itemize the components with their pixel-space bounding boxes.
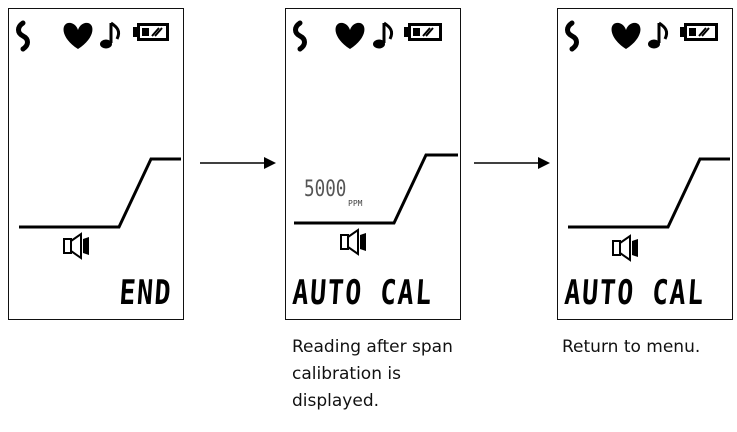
signal-curve	[294, 153, 458, 225]
speaker-icon	[63, 232, 89, 260]
mode-label: AUTO CAL	[563, 273, 707, 313]
lcd-screen-end: END	[8, 8, 184, 320]
span-reading: 5000 PPM	[304, 177, 362, 208]
reading-unit: PPM	[348, 199, 363, 208]
right-arrow-icon	[200, 157, 276, 169]
reading-value: 5000	[304, 177, 347, 202]
speaker-icon	[612, 234, 638, 262]
mode-label: END	[117, 273, 173, 313]
caption-return-to-menu: Return to menu.	[562, 334, 737, 361]
music-note-icon	[100, 21, 121, 49]
heart-icon	[335, 22, 365, 49]
heart-icon	[611, 22, 641, 49]
mode-label: AUTO CAL	[291, 273, 435, 313]
caption-line: calibration is	[292, 364, 401, 384]
lcd-screen-auto-cal-reading: 5000 PPM AUTO CAL	[285, 8, 461, 320]
sensor-icon	[16, 20, 30, 52]
signal-curve	[19, 157, 181, 229]
signal-curve	[568, 157, 730, 229]
caption-line: Return to menu.	[562, 337, 701, 357]
sensor-icon	[293, 20, 307, 52]
battery-icon	[133, 23, 169, 41]
music-note-icon	[648, 21, 669, 49]
music-note-icon	[373, 21, 394, 49]
heart-icon	[63, 22, 93, 49]
caption-line: displayed.	[292, 391, 380, 411]
battery-icon	[404, 23, 442, 41]
caption-span-reading: Reading after span calibration is displa…	[292, 334, 492, 415]
battery-icon	[680, 23, 718, 41]
lcd-screen-auto-cal: AUTO CAL	[557, 8, 733, 320]
sensor-icon	[565, 20, 579, 52]
right-arrow-icon	[474, 157, 550, 169]
caption-line: Reading after span	[292, 337, 453, 357]
speaker-icon	[340, 228, 366, 256]
